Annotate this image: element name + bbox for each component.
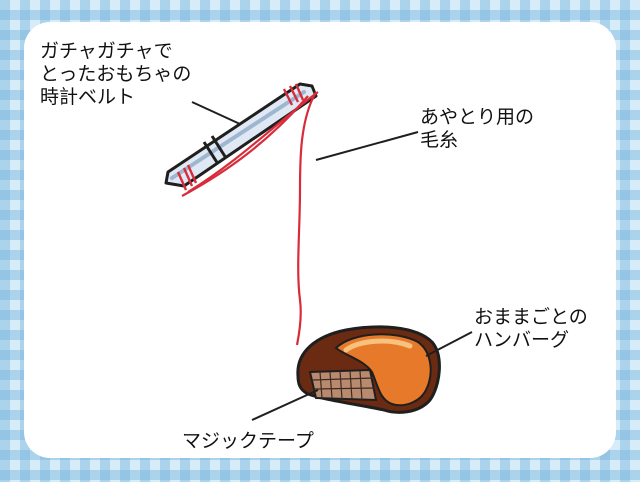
yarn-leader-line <box>315 131 419 161</box>
velcro-patch-illustration <box>308 368 378 402</box>
belt-label: ガチャガチャで とったおもちゃの 時計ベルト <box>40 40 192 108</box>
watch-belt-illustration <box>164 82 318 191</box>
hamburger-label: おままごとの ハンバーグ <box>474 306 588 351</box>
yarn-label: あやとり用の 毛糸 <box>420 106 535 151</box>
velcro-label: マジックテープ <box>182 430 314 452</box>
red-yarn-illustration <box>181 91 319 346</box>
hamburger-leader-line <box>425 331 473 357</box>
velcro-leader-line <box>251 389 319 421</box>
belt-leader-line <box>191 101 241 125</box>
